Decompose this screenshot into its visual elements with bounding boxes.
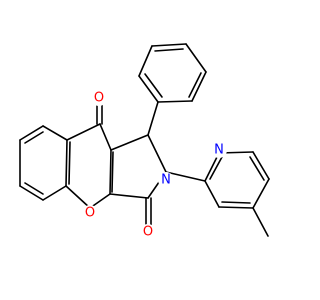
bond xyxy=(111,151,114,193)
bond xyxy=(147,134,167,173)
bond xyxy=(110,134,149,151)
bond xyxy=(19,125,44,141)
bond-layer xyxy=(19,43,270,237)
bond xyxy=(24,131,44,144)
bond xyxy=(138,75,159,103)
bond xyxy=(252,207,269,237)
bond xyxy=(65,139,68,187)
atom-lactam-oxygen: O xyxy=(140,224,156,240)
bond xyxy=(185,43,207,73)
bond xyxy=(99,123,112,151)
bond xyxy=(66,123,101,141)
bond xyxy=(19,185,44,201)
bond xyxy=(144,73,163,98)
atom-ring-oxygen: O xyxy=(82,205,98,221)
bond xyxy=(65,185,91,209)
atom-label: O xyxy=(94,91,104,106)
bond xyxy=(252,178,270,209)
bond xyxy=(154,48,184,52)
bond xyxy=(151,43,187,47)
bond xyxy=(42,125,68,141)
bond xyxy=(138,45,153,77)
bond xyxy=(218,206,254,209)
atom-label: N xyxy=(214,143,224,158)
bond xyxy=(147,101,159,136)
bond xyxy=(204,180,220,208)
bond xyxy=(157,100,193,103)
atom-ketone-oxygen: O xyxy=(91,90,107,106)
atom-label: O xyxy=(143,225,153,240)
bond xyxy=(249,156,265,181)
molecule-structure-diagram: O O O N N xyxy=(19,43,270,240)
bond xyxy=(42,185,67,201)
atom-label: O xyxy=(85,206,95,221)
bond xyxy=(204,152,220,182)
atom-label-layer: O O O N N xyxy=(82,90,227,240)
bond xyxy=(221,201,251,204)
bond xyxy=(209,156,223,180)
bond xyxy=(89,193,111,209)
bond xyxy=(24,182,44,195)
bond xyxy=(109,149,112,195)
atom-lactam-nitrogen: N xyxy=(158,172,174,188)
bond xyxy=(252,151,270,180)
atom-pyridine-nitrogen: N xyxy=(211,142,227,158)
bond xyxy=(188,72,202,98)
bond xyxy=(165,171,206,182)
atom-label: N xyxy=(161,173,171,188)
bond xyxy=(68,141,71,185)
bond xyxy=(191,71,207,102)
bond xyxy=(109,193,149,199)
